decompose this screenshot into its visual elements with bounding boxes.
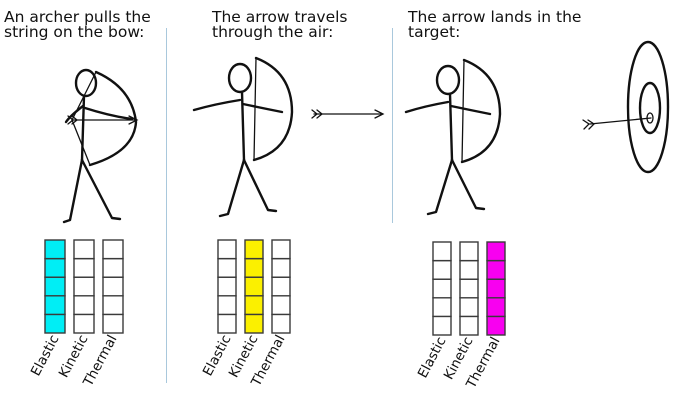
archer-figure-final (404, 58, 502, 216)
thermal-energy-cell (271, 239, 291, 260)
archer-left-leg-3 (426, 158, 454, 216)
thermal-energy-cell (102, 276, 124, 297)
caption-arrow-lands: The arrow lands in the target: (408, 8, 582, 41)
elastic-energy-cell (432, 278, 452, 299)
archer-bow-arm-2 (241, 102, 284, 114)
target-arrow-shaft (589, 117, 652, 125)
kinetic-energy-cell (244, 239, 264, 260)
elastic-energy-cell (44, 239, 66, 260)
elastic-energy-cell (44, 276, 66, 297)
thermal-energy-cell (102, 313, 124, 334)
elastic-energy-cell (44, 313, 66, 334)
thermal-energy-cell (486, 315, 506, 336)
kinetic-energy-cell (459, 259, 479, 280)
archer-pulling-arm (64, 104, 85, 124)
bow-string-3 (461, 59, 465, 163)
archer-extended-arm-2 (192, 98, 242, 112)
kinetic-energy-cell (244, 257, 264, 278)
thermal-energy-cell (102, 257, 124, 278)
kinetic-energy-cell (73, 295, 95, 316)
elastic-energy-cell (44, 295, 66, 316)
archer-body-2 (240, 90, 246, 162)
thermal-energy-cell (486, 278, 506, 299)
archer-left-leg (62, 158, 84, 224)
archer-bow-arm (83, 106, 134, 121)
flying-arrow-head (374, 109, 385, 119)
elastic-energy-cell (217, 239, 237, 260)
target-board (626, 40, 670, 174)
panel-divider-2 (392, 28, 393, 223)
kinetic-energy-cell (459, 278, 479, 299)
archer-right-leg (80, 158, 122, 221)
arrow-head-nocked (128, 115, 139, 125)
thermal-energy-cell (486, 259, 506, 280)
bow-limb-3 (460, 58, 502, 164)
kinetic-energy-cell (73, 257, 95, 278)
target-outer-ring (626, 40, 670, 174)
caption-arrow-travels: The arrow travels through the air: (212, 8, 348, 41)
elastic-energy-cell (432, 241, 452, 262)
elastic-energy-cell (217, 257, 237, 278)
arrow-fletching-nocked (67, 115, 79, 125)
archer-head (74, 68, 98, 98)
archer-body-3 (448, 92, 454, 162)
archer-extended-arm-3 (404, 100, 450, 114)
elastic-energy-cell (44, 257, 66, 278)
kinetic-energy-cell (459, 315, 479, 336)
kinetic-energy-cell (459, 241, 479, 262)
kinetic-energy-cell (73, 276, 95, 297)
kinetic-energy-cell (244, 295, 264, 316)
thermal-energy-cell (486, 241, 506, 262)
thermal-energy-cell (271, 295, 291, 316)
elastic-energy-cell (432, 297, 452, 318)
archer-right-leg-2 (242, 158, 278, 213)
bow-limb-2 (252, 56, 294, 162)
kinetic-energy-cell (459, 297, 479, 318)
archer-figure-drawing-bow (62, 68, 139, 224)
archer-left-leg-2 (218, 158, 246, 218)
target-arrow-fletching (582, 119, 596, 130)
kinetic-energy-cell (244, 276, 264, 297)
panel-divider-1 (166, 28, 167, 383)
flying-arrow-fletching (311, 109, 324, 119)
thermal-energy-cell (102, 295, 124, 316)
kinetic-energy-cell (73, 313, 95, 334)
thermal-energy-cell (271, 276, 291, 297)
thermal-energy-cell (486, 297, 506, 318)
archer-figure-released (192, 56, 294, 218)
flying-arrow (311, 109, 385, 119)
arrow-in-target (582, 117, 652, 130)
archer-head-3 (435, 64, 461, 96)
thermal-energy-cell (102, 239, 124, 260)
archer-bow-arm-3 (449, 104, 492, 116)
elastic-energy-cell (217, 313, 237, 334)
archer-right-leg-3 (450, 158, 486, 211)
bow-string-2 (253, 57, 257, 161)
kinetic-energy-cell (73, 239, 95, 260)
thermal-energy-cell (271, 257, 291, 278)
bow-limb (88, 70, 138, 167)
elastic-energy-cell (432, 315, 452, 336)
elastic-energy-cell (432, 259, 452, 280)
elastic-energy-cell (217, 276, 237, 297)
caption-archer-pulls: An archer pulls the string on the bow: (4, 8, 151, 41)
elastic-energy-cell (217, 295, 237, 316)
target-middle-ring (638, 81, 662, 135)
archer-head-2 (227, 62, 253, 94)
kinetic-energy-cell (244, 313, 264, 334)
thermal-energy-cell (271, 313, 291, 334)
